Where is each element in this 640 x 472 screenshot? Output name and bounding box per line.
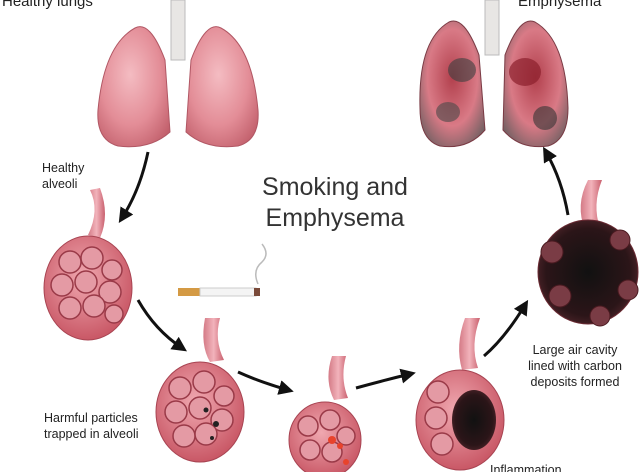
label-healthy-lungs: Healthy lungs [2, 0, 93, 10]
emphysema-lungs-illustration [419, 0, 569, 148]
label-healthy-alveoli-line-2: alveoli [42, 177, 78, 191]
label-healthy-alveoli: Healthy alveoli [42, 160, 84, 192]
label-harmful-line-2: trapped in alveoli [44, 427, 139, 441]
title-line-2: Emphysema [265, 204, 405, 232]
label-cavity-line-2: lined with carbon [528, 359, 622, 373]
cycle-arrows [118, 146, 570, 395]
harmful-particles-alveoli [155, 318, 245, 463]
label-harmful-line-1: Harmful particles [44, 411, 138, 425]
label-cavity-line-3: deposits formed [530, 375, 620, 389]
label-healthy-alveoli-line-1: Healthy [42, 161, 85, 175]
title-line-1: Smoking and [262, 173, 408, 201]
damaged-alveoli [415, 318, 505, 471]
label-inflammation: Inflammation [490, 463, 562, 472]
cigarette-illustration [178, 243, 267, 297]
healthy-alveoli-cluster [43, 188, 133, 341]
label-harmful-particles: Harmful particles trapped in alveoli [44, 410, 139, 442]
inflamed-alveoli [288, 356, 362, 472]
label-cavity-line-1: Large air cavity [532, 343, 618, 357]
label-large-air-cavity: Large air cavity lined with carbon depos… [512, 342, 638, 390]
diagram-title: Smoking and Emphysema [230, 172, 440, 234]
label-emphysema: Emphysema [518, 0, 602, 10]
healthy-lungs-illustration [97, 0, 259, 148]
emphysema-cavity-alveoli [537, 180, 639, 327]
